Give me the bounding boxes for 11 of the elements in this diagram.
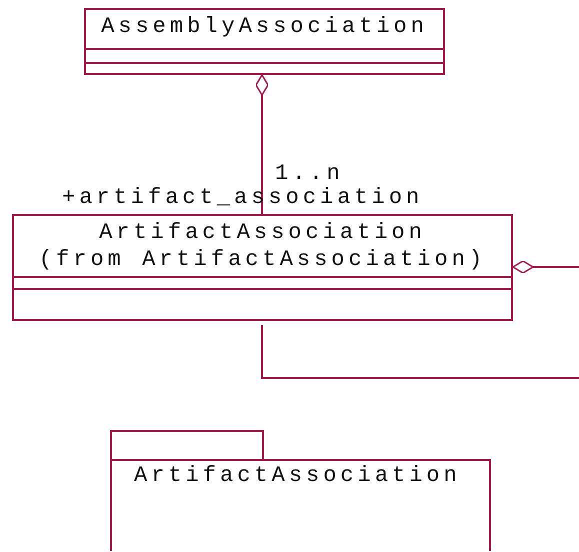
class-name: ArtifactAssociation	[98, 221, 427, 245]
aggregation-line	[512, 260, 579, 274]
class-box	[84, 8, 445, 75]
multiplicity-label: 1..n	[275, 162, 344, 186]
aggregation-line	[255, 74, 269, 214]
class-box	[12, 214, 513, 321]
package-box	[110, 430, 491, 551]
class-name: AssemblyAssociation	[100, 15, 429, 39]
package-name: ArtifactAssociation	[134, 464, 462, 488]
association-line	[261, 325, 579, 379]
class-origin-note: (from ArtifactAssociation)	[38, 248, 488, 272]
